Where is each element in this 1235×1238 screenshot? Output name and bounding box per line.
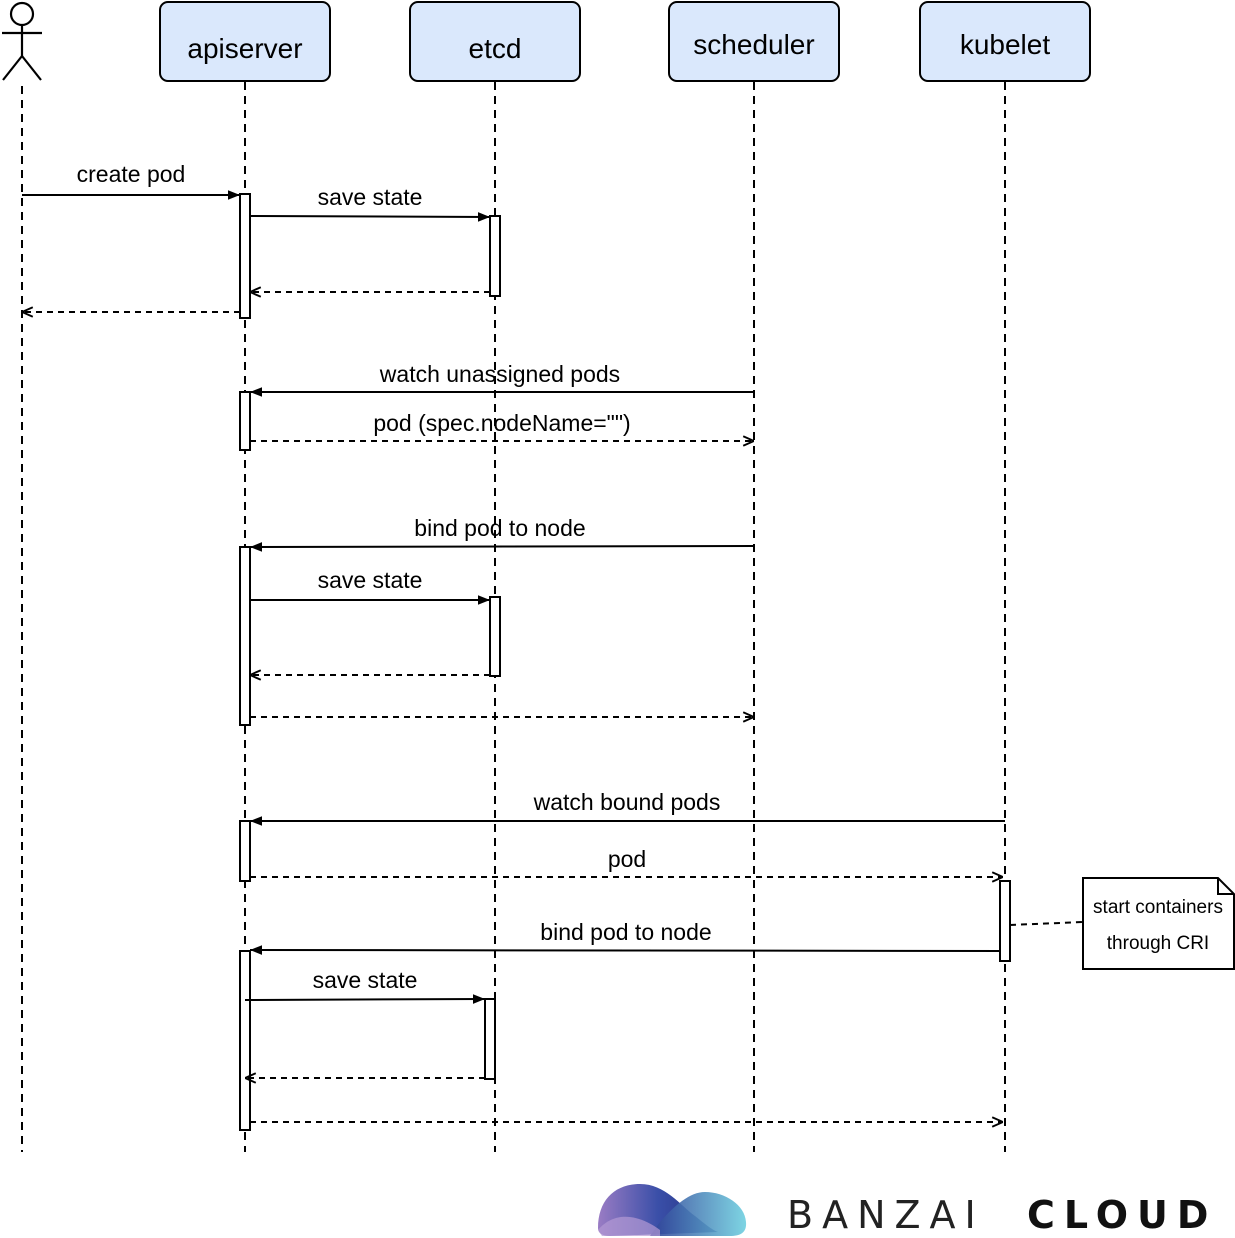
activation-bars <box>239 193 1011 1131</box>
note-line-1: start containers <box>1093 897 1223 918</box>
note-box <box>1082 877 1235 970</box>
participant-label-apiserver: apiserver <box>187 33 302 64</box>
note-start-containers: start containers through CRI <box>1009 877 1235 970</box>
user-actor-icon <box>2 1 42 81</box>
brand-name-bold: CLOUD <box>1027 1193 1217 1237</box>
banzai-cloud-wave-logo <box>598 1184 747 1236</box>
participant-etcd: etcd <box>409 1 581 82</box>
message-arrow <box>244 994 486 1004</box>
message-label: create pod <box>77 161 186 187</box>
messages <box>22 190 1005 1122</box>
message-label: save state <box>313 967 418 993</box>
activation-kubelet-1 <box>999 880 1011 962</box>
message-arrow <box>249 212 491 222</box>
lifelines <box>21 82 1006 1152</box>
note-connector <box>1009 921 1084 926</box>
message-label: bind pod to node <box>540 919 711 945</box>
message-label: save state <box>318 184 423 210</box>
activation-etcd-3 <box>484 998 496 1080</box>
activation-apiserver-3 <box>239 546 251 726</box>
participant-apiserver: apiserver <box>159 1 331 82</box>
message-arrow <box>249 542 755 552</box>
activation-apiserver-2 <box>239 391 251 451</box>
participants: apiserver etcd scheduler kubelet <box>159 1 1091 82</box>
message-label: bind pod to node <box>414 515 585 541</box>
message-labels: create pod save state watch unassigned p… <box>77 161 721 993</box>
activation-apiserver-5 <box>239 950 251 1131</box>
note-fold <box>1217 878 1234 895</box>
message-label: watch bound pods <box>533 789 721 815</box>
participant-label-etcd: etcd <box>469 33 522 64</box>
activation-apiserver-4 <box>239 820 251 882</box>
brand-name-light: BANZAI <box>787 1193 985 1237</box>
activation-etcd-2 <box>489 596 501 677</box>
participant-kubelet: kubelet <box>919 1 1091 82</box>
note-line-2: through CRI <box>1107 933 1209 954</box>
activation-etcd-1 <box>489 215 501 297</box>
participant-scheduler: scheduler <box>668 1 840 82</box>
message-label: pod <box>608 846 646 872</box>
message-label: save state <box>318 567 423 593</box>
message-label: pod (spec.nodeName="") <box>373 410 630 436</box>
participant-label-scheduler: scheduler <box>693 29 814 60</box>
brand: BANZAI CLOUD <box>598 1184 1217 1237</box>
message-label: watch unassigned pods <box>379 361 620 387</box>
participant-label-kubelet: kubelet <box>960 29 1051 60</box>
activation-apiserver-1 <box>239 193 251 319</box>
message-arrow <box>249 945 1001 955</box>
